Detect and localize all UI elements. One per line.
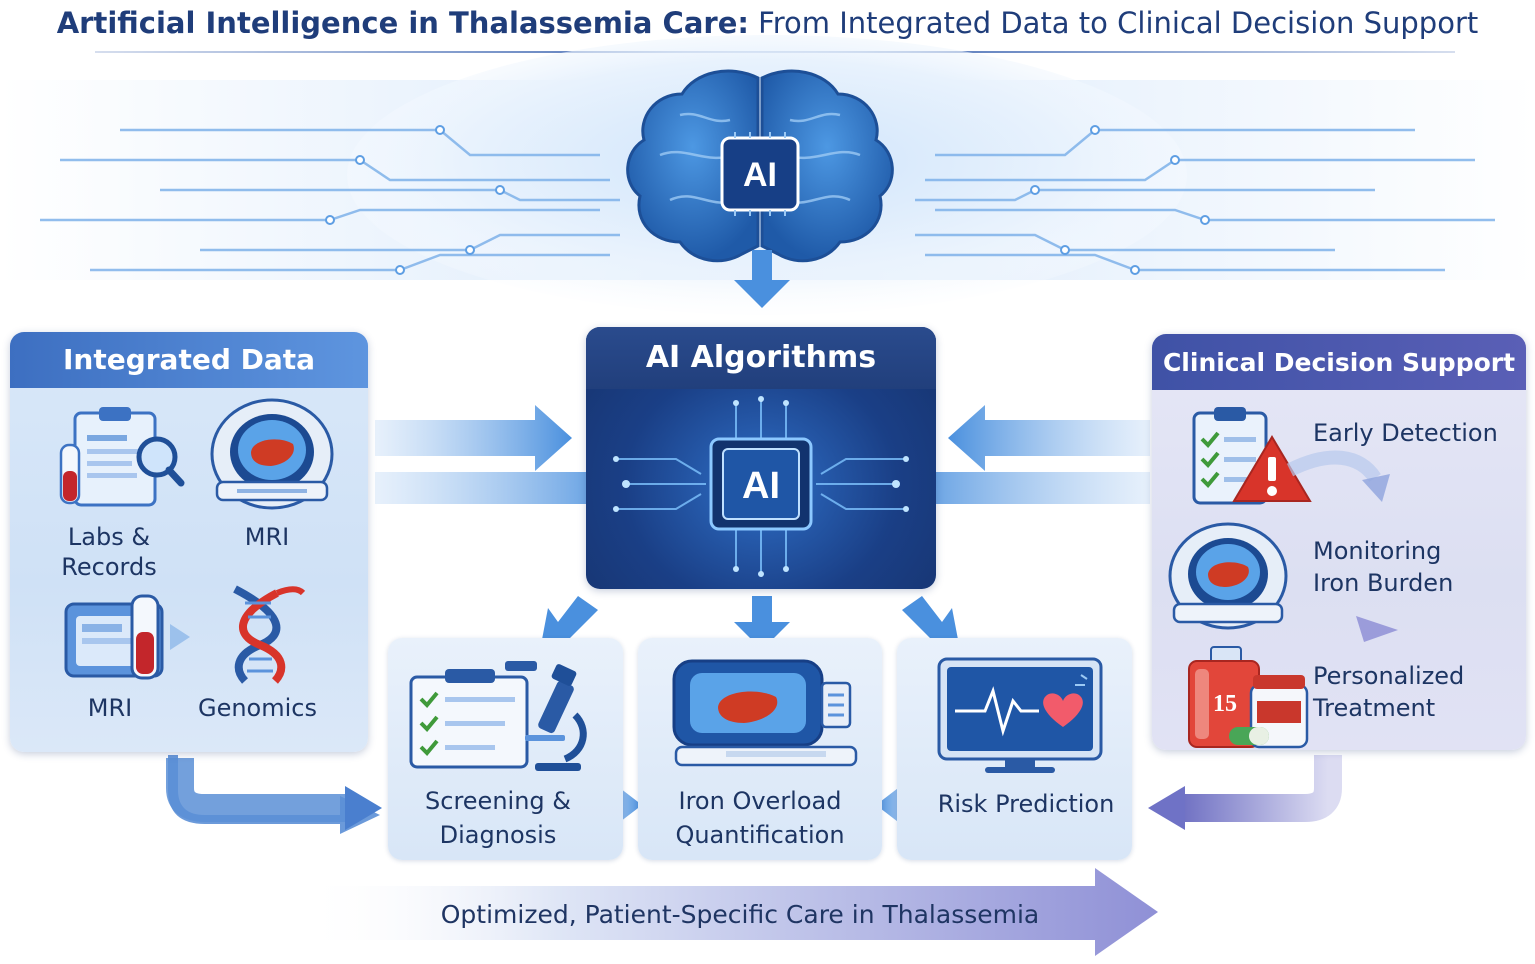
down-arrow-left xyxy=(540,596,598,650)
clinical-support-header: Clinical Decision Support xyxy=(1152,334,1526,390)
lab-records-icon xyxy=(59,407,185,507)
right-elbow-arrow xyxy=(1185,755,1342,822)
monitoring-label-line1: Monitoring xyxy=(1313,537,1442,565)
liver-scan-icon xyxy=(672,659,858,767)
brain-down-arrow xyxy=(734,250,790,308)
brain-icon: AI xyxy=(626,69,894,263)
mri-scanner-icon xyxy=(1168,522,1288,630)
personalized-label-line1: Personalized xyxy=(1313,662,1465,690)
screening-label-line1: Screening & xyxy=(425,787,571,815)
medication-icon: 15 xyxy=(1188,646,1309,749)
title-rest: From Integrated Data to Clinical Decisio… xyxy=(748,6,1479,40)
curve-arrow-1 xyxy=(1286,450,1390,502)
title-bold: Artificial Intelligence in Thalassemia C… xyxy=(56,6,749,40)
right-input-arrow-top xyxy=(948,405,1150,471)
dna-icon xyxy=(233,585,306,684)
integrated-data-header: Integrated Data xyxy=(10,332,368,388)
ai-chip-icon: AI xyxy=(613,396,909,577)
microscope-checklist-icon xyxy=(409,661,587,771)
iron-label-line1: Iron Overload xyxy=(678,787,842,815)
banner-arrow xyxy=(300,868,1158,956)
mri-label-bottom: MRI xyxy=(87,694,133,722)
right-input-arrow-bottom xyxy=(892,455,1150,521)
iron-label-line2: Quantification xyxy=(675,821,845,849)
left-input-arrow-top xyxy=(375,405,572,471)
labs-records-label: Labs &Records xyxy=(40,522,178,582)
brain-chip-label: AI xyxy=(743,156,777,194)
screening-label-line2: Diagnosis xyxy=(439,821,557,849)
left-input-arrow-bottom xyxy=(375,455,632,521)
mri-report-icon xyxy=(64,594,190,680)
genomics-label: Genomics xyxy=(197,694,317,722)
small-down-arrow xyxy=(1356,616,1398,642)
personalized-label-line2: Treatment xyxy=(1313,694,1436,722)
down-arrow-right xyxy=(902,596,960,650)
early-detection-label: Early Detection xyxy=(1313,419,1498,447)
screening-label: Screening & Diagnosis xyxy=(388,786,608,850)
labs-label-line1: Labs & xyxy=(67,523,151,551)
ai-chip-label: AI xyxy=(742,465,780,507)
mri-scanner-icon xyxy=(210,398,334,510)
integrated-data-panel: Integrated Data xyxy=(10,332,368,752)
ai-algorithms-title: AI Algorithms xyxy=(645,340,877,375)
ai-algorithms-header: AI Algorithms xyxy=(586,327,936,389)
banner-text: Optimized, Patient-Specific Care in Thal… xyxy=(440,900,1040,929)
risk-prediction-label: Risk Prediction xyxy=(937,790,1115,818)
medication-label: 15 xyxy=(1213,691,1237,717)
checklist-warning-icon xyxy=(1192,407,1312,505)
down-arrow-center xyxy=(734,596,790,650)
mri-label-top: MRI xyxy=(244,523,290,551)
heart-monitor-icon xyxy=(937,657,1103,773)
page-title: Artificial Intelligence in Thalassemia C… xyxy=(0,6,1535,40)
labs-label-line2: Records xyxy=(61,553,157,581)
integrated-data-title: Integrated Data xyxy=(62,343,316,376)
clinical-support-title: Clinical Decision Support xyxy=(1162,348,1516,377)
monitoring-label-line2: Iron Burden xyxy=(1313,569,1454,597)
